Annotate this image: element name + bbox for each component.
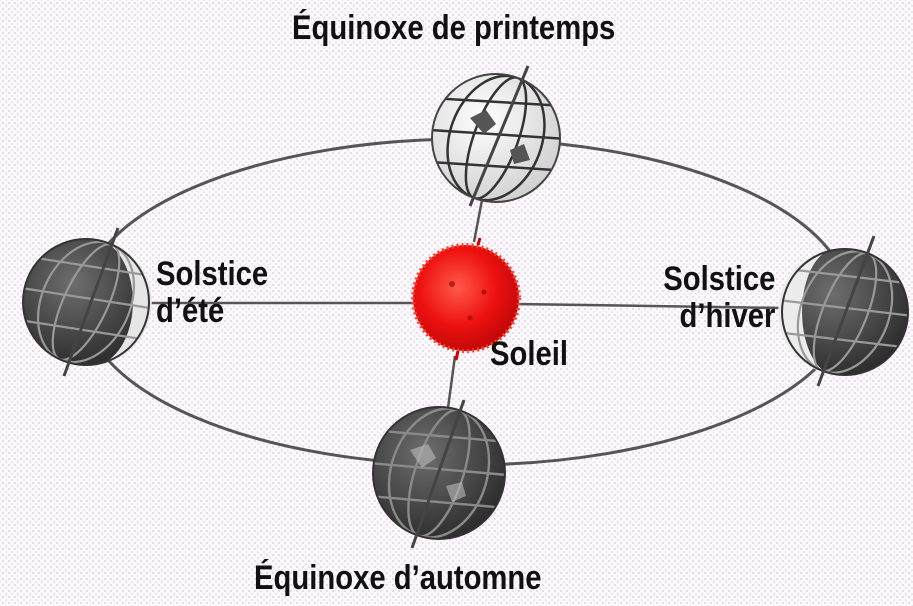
globe-icon-spring <box>431 65 561 207</box>
label-summer-solstice: Solstice d’été <box>156 256 268 329</box>
label-winter-solstice-line2: d’hiver <box>679 296 775 335</box>
line-sun-to-spring <box>472 199 484 243</box>
globe-icon-winter <box>778 235 909 387</box>
line-sun-to-autumn <box>446 355 457 409</box>
label-winter-solstice: Solstice d’hiver <box>663 261 775 334</box>
globe-icon-autumn <box>372 399 506 549</box>
label-winter-solstice-line1: Solstice <box>662 260 775 298</box>
label-spring-equinox: Équinoxe de printemps <box>292 9 616 47</box>
label-summer-solstice-line2: d’été <box>156 291 225 330</box>
label-sun: Soleil <box>490 335 569 373</box>
line-sun-to-winter <box>514 302 785 310</box>
label-autumn-equinox: Équinoxe d’automne <box>254 559 542 597</box>
globe-icon-summer <box>22 227 152 377</box>
label-summer-solstice-line1: Solstice <box>156 255 269 293</box>
sun-icon <box>411 237 521 361</box>
